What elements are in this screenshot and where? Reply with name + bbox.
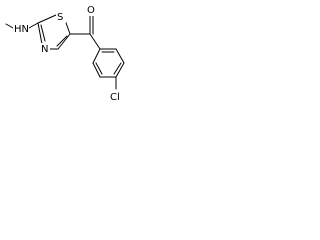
atom-label-s: S xyxy=(57,12,63,23)
bond-c2-s1 xyxy=(37,14,57,24)
bond-benz-inner-2 xyxy=(95,62,103,75)
atom-label-n: N xyxy=(41,44,48,55)
bond-c5-c4 xyxy=(57,33,71,50)
bond-nh-c2 xyxy=(28,22,39,29)
label-bg-o xyxy=(86,4,96,16)
bond-benz-2-3 xyxy=(92,62,101,78)
bond-n3-c2-inner xyxy=(40,24,46,42)
bond-carbonyl-aryl xyxy=(89,33,101,50)
chemical-structure: HN N S O Cl xyxy=(5,4,125,103)
bond-benz-4-5 xyxy=(115,62,125,78)
label-bg-s xyxy=(56,11,66,23)
atom-label-nh: HN xyxy=(14,24,29,35)
bond-benz-1-2 xyxy=(92,48,101,64)
label-bg-nh xyxy=(13,22,29,34)
atom-label-cl: Cl xyxy=(110,92,120,103)
atom-label-o: O xyxy=(87,5,95,16)
bond-n3-c2 xyxy=(37,22,43,45)
bond-methyl-nh xyxy=(5,23,14,29)
label-bg-cl xyxy=(109,90,125,102)
label-bg-n xyxy=(40,43,50,55)
bond-c4-c4-inner xyxy=(56,35,68,47)
bond-benz-5-6 xyxy=(115,48,125,64)
bond-benz-inner-3 xyxy=(113,62,122,75)
